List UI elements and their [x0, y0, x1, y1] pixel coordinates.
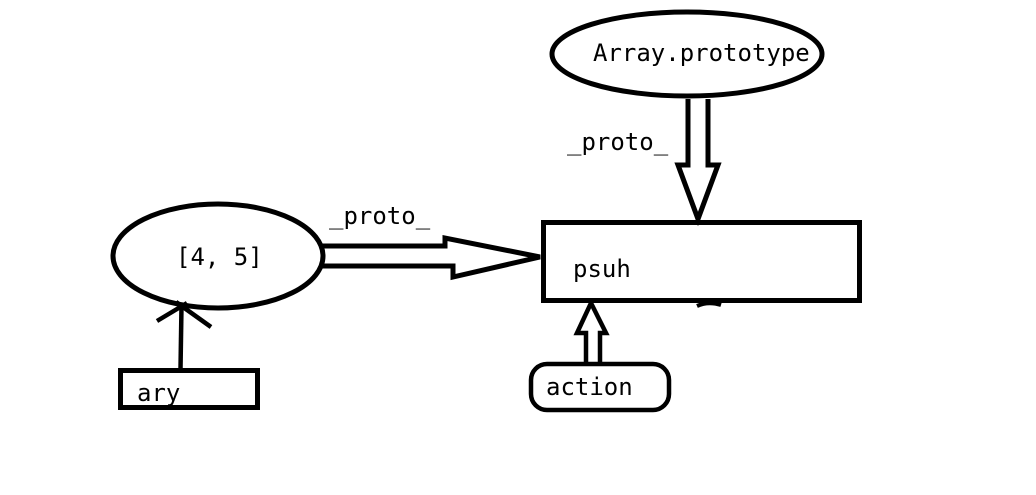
- ary-arrow-head: [155, 300, 213, 329]
- action-label: action: [546, 373, 633, 401]
- proto-label-top: _proto_: [567, 128, 669, 156]
- array-literal-label: [4, 5]: [176, 243, 263, 271]
- proto-arrow-down: [674, 99, 722, 227]
- ary-label: ary: [137, 379, 180, 407]
- proto-label-left: _proto_: [329, 202, 431, 230]
- ary-node: [118, 368, 260, 410]
- action-node: [528, 361, 672, 413]
- array-prototype-label: Array.prototype: [593, 39, 810, 67]
- ary-arrow-line: [178, 305, 184, 370]
- push-method-node: [541, 220, 862, 303]
- action-arrow-up: [573, 297, 610, 362]
- stray-mark: [696, 301, 722, 308]
- proto-arrow-right: [320, 234, 541, 281]
- array-literal-node: [110, 201, 326, 311]
- push-method-label: psuh: [573, 255, 631, 283]
- array-prototype-node: [549, 9, 825, 99]
